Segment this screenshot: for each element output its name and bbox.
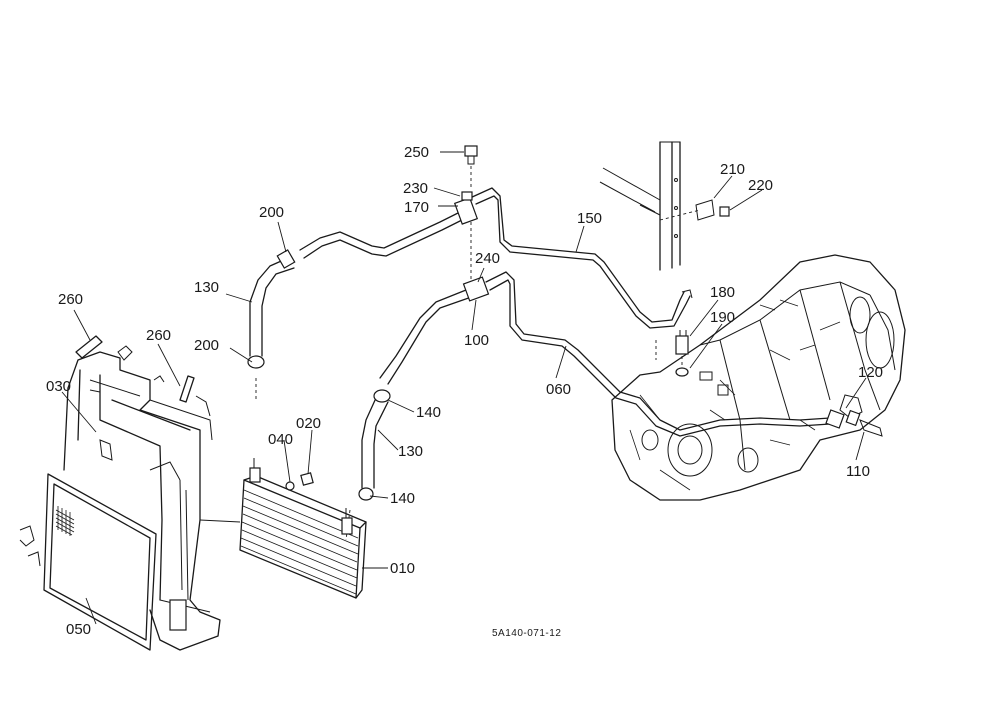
pipe-150 [469, 187, 693, 329]
label-190: 190 [710, 309, 735, 326]
bolt-250 [464, 145, 478, 190]
label-130-left: 130 [194, 279, 219, 296]
fitting-180-190 [655, 330, 689, 377]
fitting-110-120 [825, 409, 883, 437]
pipe-top-left [299, 191, 479, 259]
label-120: 120 [858, 364, 883, 381]
label-050: 050 [66, 621, 91, 638]
bolt-020-040 [285, 472, 314, 491]
screen-mesh [55, 506, 75, 536]
label-140-top: 140 [416, 404, 441, 421]
pipe-060 [485, 271, 831, 437]
label-260-right: 260 [146, 327, 171, 344]
label-240: 240 [475, 250, 500, 267]
hose-130-left [247, 249, 296, 400]
label-150: 150 [577, 210, 602, 227]
label-200-top: 200 [259, 204, 284, 221]
label-260-left: 260 [58, 291, 83, 308]
label-010: 010 [390, 560, 415, 577]
label-110: 110 [846, 463, 870, 480]
label-130-right: 130 [398, 443, 423, 460]
label-100: 100 [464, 332, 489, 349]
radiator-frame [63, 351, 241, 651]
label-210: 210 [720, 161, 745, 178]
label-180: 180 [710, 284, 735, 301]
oil-cooler-010 [239, 458, 367, 599]
drawing-code: 5A140-071-12 [492, 628, 561, 639]
label-140-bottom: 140 [390, 490, 415, 507]
hose-130-right [345, 389, 391, 541]
frame-bracket [599, 141, 730, 271]
label-230: 230 [403, 180, 428, 197]
pin-260 [75, 335, 211, 417]
pipe-100 [379, 222, 490, 385]
radiator-screen-050 [19, 473, 157, 651]
label-020: 020 [296, 415, 321, 432]
label-040: 040 [268, 431, 293, 448]
label-030: 030 [46, 378, 71, 395]
label-170: 170 [404, 199, 429, 216]
label-220: 220 [748, 177, 773, 194]
label-060: 060 [546, 381, 571, 398]
transmission-housing [611, 254, 906, 501]
part-labels: 250 230 170 210 220 200 150 240 130 180 … [46, 144, 883, 638]
label-250: 250 [404, 144, 429, 161]
leader-lines [61, 151, 867, 625]
label-200-bottom: 200 [194, 337, 219, 354]
